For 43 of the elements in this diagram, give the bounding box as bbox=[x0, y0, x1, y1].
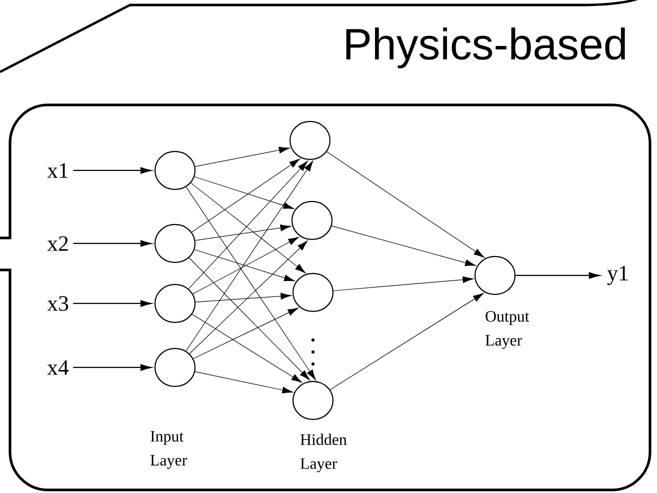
arrow bbox=[190, 182, 306, 274]
variable-label: x1 bbox=[47, 163, 68, 178]
network-panel bbox=[0, 104, 652, 492]
arrow bbox=[192, 314, 302, 383]
neuron-circle bbox=[154, 348, 196, 388]
arrow bbox=[330, 293, 484, 390]
neuron-circle bbox=[289, 120, 331, 160]
arrow bbox=[333, 276, 474, 292]
neuron-circle bbox=[292, 380, 334, 420]
variable-label: y1 bbox=[607, 266, 628, 286]
arrow bbox=[191, 158, 300, 232]
neuron-circle bbox=[474, 256, 516, 296]
arrow bbox=[192, 236, 299, 294]
arrow bbox=[73, 167, 152, 174]
arrow bbox=[195, 292, 292, 302]
variable-label: x3 bbox=[47, 296, 68, 311]
arrow bbox=[188, 257, 310, 380]
arrow bbox=[73, 240, 152, 247]
arrow bbox=[331, 226, 476, 266]
arrow bbox=[189, 240, 308, 354]
arrow bbox=[194, 176, 294, 209]
variable-label: x4 bbox=[47, 360, 69, 375]
arrow bbox=[186, 160, 314, 352]
arrow bbox=[194, 146, 290, 167]
neuron-circle bbox=[292, 272, 334, 312]
arrow bbox=[73, 364, 152, 371]
neuron-circle bbox=[154, 284, 196, 324]
variable-label: x2 bbox=[47, 236, 68, 251]
neuron-circle bbox=[154, 224, 196, 264]
arrow bbox=[193, 308, 299, 359]
arrow bbox=[195, 224, 292, 241]
layer-label: Output Layer bbox=[485, 311, 530, 349]
arrow bbox=[73, 300, 152, 307]
arrow bbox=[326, 151, 484, 258]
arrow bbox=[194, 249, 295, 282]
layer-label: Input Layer bbox=[150, 431, 188, 469]
neuron-circle bbox=[291, 200, 333, 240]
neuron-circle bbox=[154, 150, 196, 190]
arrow bbox=[194, 371, 293, 394]
frame-band: Physics-based bbox=[0, 0, 640, 74]
arrow bbox=[186, 186, 316, 380]
arrow bbox=[188, 160, 308, 290]
arrow bbox=[516, 272, 600, 279]
